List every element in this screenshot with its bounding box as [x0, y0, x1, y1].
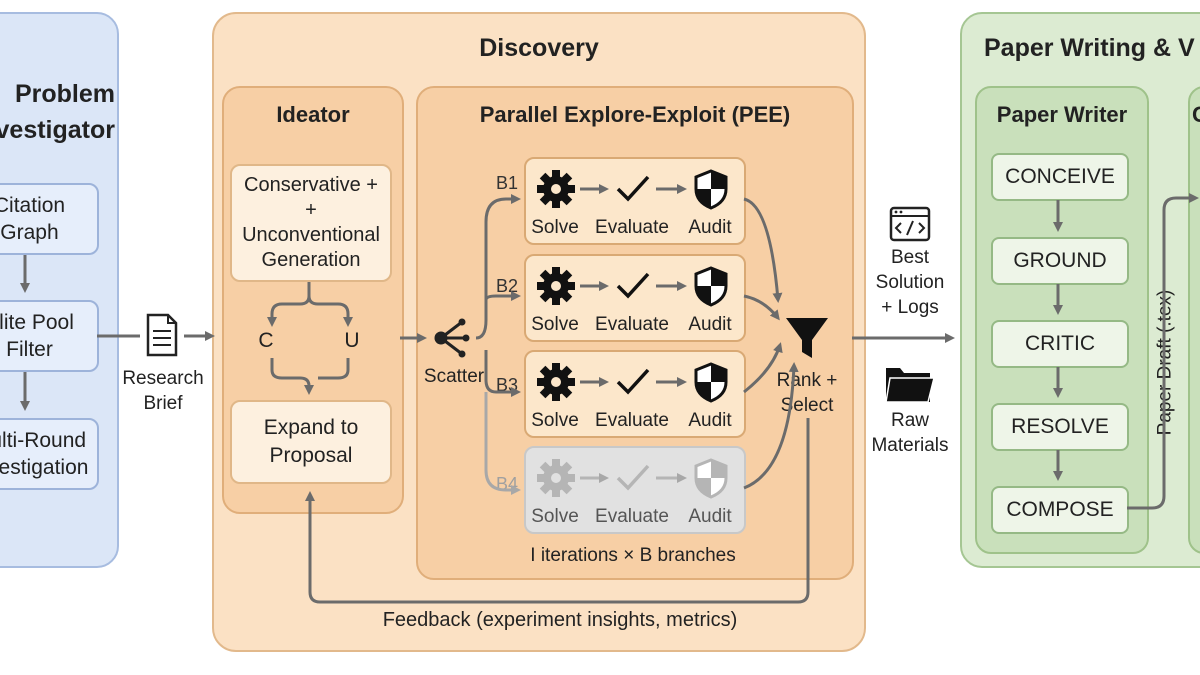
check-icon [616, 175, 650, 202]
best-solution-label: Best Solution + Logs [875, 247, 945, 318]
second-writer-title: C [1192, 102, 1200, 127]
scatter-arrows [475, 194, 521, 397]
document-icon [146, 313, 178, 357]
paper-writer-title: Paper Writer [996, 102, 1128, 127]
branch-b2-icons [537, 266, 728, 307]
step-solve-b3: Solve [531, 410, 579, 431]
multi-round-investigation-box: Multi-Round Investigation [0, 418, 99, 490]
unconventional-label: U [344, 329, 360, 352]
shield-icon [694, 169, 728, 210]
step-evaluate-b4: Evaluate [595, 506, 669, 527]
step-critic: CRITIC [991, 320, 1129, 368]
expand-proposal-box: Expand to Proposal [230, 400, 392, 484]
raw-materials-label: Raw Materials [871, 410, 949, 456]
code-icon [889, 206, 931, 242]
gear-icon [537, 170, 575, 208]
folder-icon [885, 368, 935, 403]
step-ground: GROUND [991, 237, 1129, 285]
step-solve-b1: Solve [531, 217, 579, 238]
paper-writing-title: Paper Writing & V [984, 34, 1195, 62]
branch-b4-icons [537, 458, 728, 499]
step-compose: COMPOSE [991, 486, 1129, 534]
generation-box: Conservative + + Unconventional Generati… [230, 164, 392, 282]
scatter-icon [434, 318, 470, 358]
branch-to-rank-arrows [743, 197, 799, 490]
funnel-icon [786, 318, 828, 358]
step-resolve: RESOLVE [991, 403, 1129, 451]
step-audit-b3: Audit [688, 410, 732, 431]
discovery-title: Discovery [479, 34, 599, 62]
scatter-label: Scatter [423, 366, 485, 387]
draft-arrow [1127, 193, 1199, 510]
shield-icon [694, 362, 728, 403]
step-solve-b4: Solve [531, 506, 579, 527]
check-icon [616, 368, 650, 395]
branch-icons [537, 169, 728, 499]
check-icon [616, 272, 650, 299]
research-brief-label: Research Brief [122, 368, 204, 414]
step-evaluate-b3: Evaluate [595, 410, 669, 431]
feedback-label: Feedback (experiment insights, metrics) [382, 609, 738, 631]
gear-icon [537, 267, 575, 305]
pee-title: Parallel Explore-Exploit (PEE) [479, 102, 791, 127]
ideator-title: Ideator [276, 102, 350, 127]
check-icon [616, 464, 650, 491]
feedback-arrow [305, 418, 810, 604]
shield-icon [694, 266, 728, 307]
problem-investigator-title: Problem Investigator [0, 80, 115, 144]
branch-label-b1: B1 [496, 173, 519, 193]
step-audit-b1: Audit [688, 217, 732, 238]
step-audit-b2: Audit [688, 314, 732, 335]
step-evaluate-b1: Evaluate [595, 217, 669, 238]
shield-icon [694, 458, 728, 499]
branch-b1-icons [537, 169, 728, 210]
gear-icon [537, 363, 575, 401]
citation-graph-box: Citation Graph [0, 183, 99, 255]
branch-b3-icons [537, 362, 728, 403]
step-solve-b2: Solve [531, 314, 579, 335]
rank-select-label: Rank + Select [776, 370, 838, 416]
pee-footer: I iterations × B branches [530, 545, 736, 566]
scatter-arrow-dim [484, 392, 521, 495]
gear-icon [537, 459, 575, 497]
step-conceive: CONCEIVE [991, 153, 1129, 201]
step-evaluate-b2: Evaluate [595, 314, 669, 335]
ideator-arrows [267, 282, 353, 395]
step-audit-b4: Audit [688, 506, 732, 527]
conservative-label: C [258, 329, 274, 352]
